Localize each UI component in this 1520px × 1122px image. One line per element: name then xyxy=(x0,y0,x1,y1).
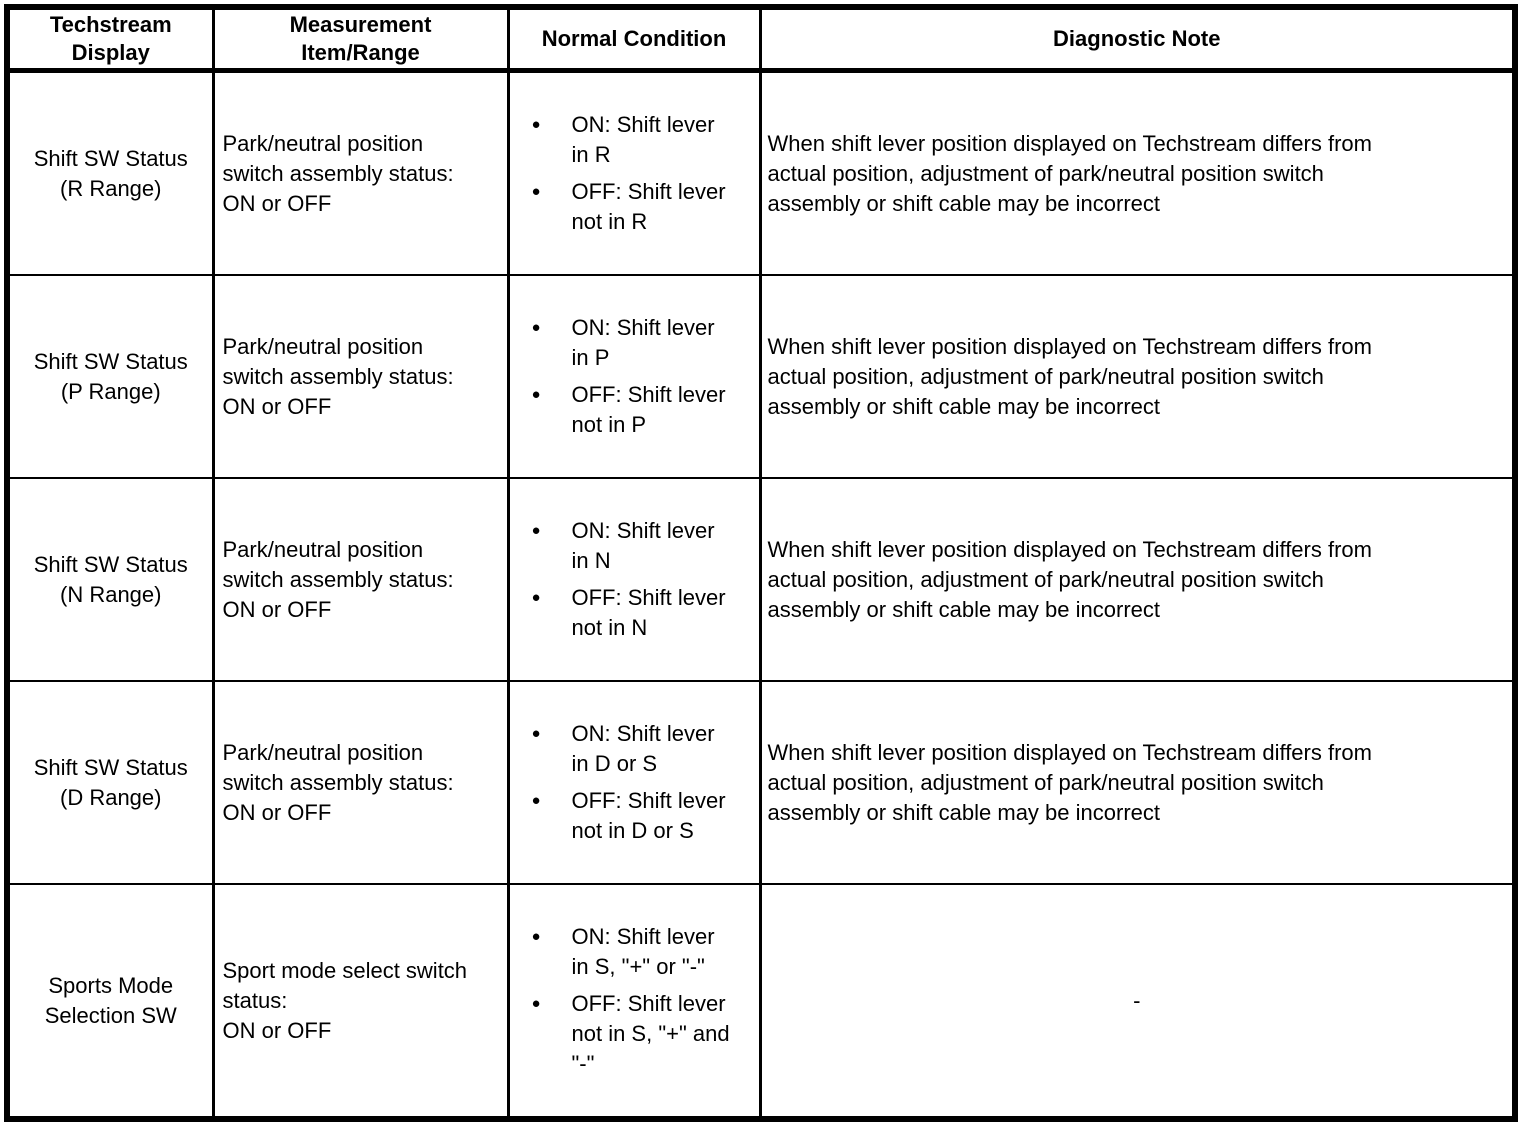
condition-text: OFF: Shift lever not in P xyxy=(571,382,726,437)
condition-item: ● OFF: Shift lever not in R xyxy=(532,177,757,237)
condition-text: OFF: Shift lever not in R xyxy=(571,179,726,234)
table-row: Sports Mode Selection SW Sport mode sele… xyxy=(5,883,1517,1120)
condition-text: OFF: Shift lever not in N xyxy=(571,585,726,640)
bullet-icon: ● xyxy=(531,792,541,809)
condition-item: ● OFF: Shift lever not in P xyxy=(532,380,757,440)
table-row: Shift SW Status (P Range) Park/neutral p… xyxy=(5,274,1517,479)
diagnostic-note-cell: When shift lever position displayed on T… xyxy=(758,477,1517,682)
techstream-display-cell: Shift SW Status (N Range) xyxy=(5,477,215,682)
condition-text: OFF: Shift lever not in S, "+" and "-" xyxy=(571,991,730,1076)
normal-condition-cell: ● ON: Shift lever in R ● OFF: Shift lever n… xyxy=(506,69,762,276)
condition-item: ● ON: Shift lever in D or S xyxy=(532,719,757,779)
bullet-icon: ● xyxy=(531,319,541,336)
condition-text: ON: Shift lever in P xyxy=(571,315,715,370)
techstream-display-cell: Shift SW Status (R Range) xyxy=(5,69,215,276)
diagnostic-note-cell: When shift lever position displayed on T… xyxy=(758,274,1517,479)
techstream-display-cell: Shift SW Status (D Range) xyxy=(5,680,215,885)
condition-item: ● ON: Shift lever in P xyxy=(532,313,757,373)
table-header-row: Techstream Display Measurement Item/Rang… xyxy=(5,6,1517,73)
table-row: Shift SW Status (R Range) Park/neutral p… xyxy=(5,69,1517,276)
bullet-icon: ● xyxy=(531,522,541,539)
condition-text: ON: Shift lever in R xyxy=(571,112,715,167)
bullet-icon: ● xyxy=(531,995,541,1012)
condition-list: ● ON: Shift lever in P ● OFF: Shift lever n… xyxy=(511,313,757,440)
table-body: Shift SW Status (R Range) Park/neutral p… xyxy=(5,69,1517,1120)
column-header-normal-condition: Normal Condition xyxy=(506,6,762,73)
normal-condition-cell: ● ON: Shift lever in P ● OFF: Shift lever n… xyxy=(506,274,762,479)
table-row: Shift SW Status (D Range) Park/neutral p… xyxy=(5,680,1517,885)
measurement-item-cell: Park/neutral position switch assembly st… xyxy=(211,680,510,885)
condition-item: ● OFF: Shift lever not in D or S xyxy=(532,786,757,846)
condition-item: ● OFF: Shift lever not in N xyxy=(532,583,757,643)
techstream-display-cell: Shift SW Status (P Range) xyxy=(5,274,215,479)
normal-condition-cell: ● ON: Shift lever in S, "+" or "-" ● OFF: S… xyxy=(506,883,762,1120)
normal-condition-cell: ● ON: Shift lever in D or S ● OFF: Shift le… xyxy=(506,680,762,885)
table-row: Shift SW Status (N Range) Park/neutral p… xyxy=(5,477,1517,682)
measurement-item-cell: Park/neutral position switch assembly st… xyxy=(211,274,510,479)
condition-list: ● ON: Shift lever in S, "+" or "-" ● OFF: S… xyxy=(511,922,757,1079)
diagnostic-note-cell: When shift lever position displayed on T… xyxy=(758,69,1517,276)
bullet-icon: ● xyxy=(531,725,541,742)
condition-list: ● ON: Shift lever in N ● OFF: Shift lever n… xyxy=(511,516,757,643)
diagnostic-note-cell: When shift lever position displayed on T… xyxy=(758,680,1517,885)
bullet-icon: ● xyxy=(531,116,541,133)
bullet-icon: ● xyxy=(531,928,541,945)
condition-text: OFF: Shift lever not in D or S xyxy=(571,788,726,843)
normal-condition-cell: ● ON: Shift lever in N ● OFF: Shift lever n… xyxy=(506,477,762,682)
condition-list: ● ON: Shift lever in D or S ● OFF: Shift le… xyxy=(511,719,757,846)
column-header-techstream-display: Techstream Display xyxy=(5,6,215,73)
condition-item: ● ON: Shift lever in S, "+" or "-" xyxy=(532,922,757,982)
measurement-item-cell: Sport mode select switch status: ON or O… xyxy=(211,883,510,1120)
condition-text: ON: Shift lever in N xyxy=(571,518,715,573)
bullet-icon: ● xyxy=(531,386,541,403)
bullet-icon: ● xyxy=(531,183,541,200)
column-header-diagnostic-note: Diagnostic Note xyxy=(758,6,1517,73)
condition-item: ● ON: Shift lever in R xyxy=(532,110,757,170)
bullet-icon: ● xyxy=(531,589,541,606)
measurement-item-cell: Park/neutral position switch assembly st… xyxy=(211,69,510,276)
diagnostic-reference-table: Techstream Display Measurement Item/Rang… xyxy=(4,4,1518,1122)
diagnostic-note-cell: - xyxy=(758,883,1517,1120)
condition-list: ● ON: Shift lever in R ● OFF: Shift lever n… xyxy=(511,110,757,237)
condition-text: ON: Shift lever in D or S xyxy=(571,721,715,776)
column-header-measurement-item-range: Measurement Item/Range xyxy=(211,6,510,73)
condition-item: ● OFF: Shift lever not in S, "+" and "-" xyxy=(532,989,757,1079)
condition-text: ON: Shift lever in S, "+" or "-" xyxy=(571,924,715,979)
techstream-display-cell: Sports Mode Selection SW xyxy=(5,883,215,1120)
measurement-item-cell: Park/neutral position switch assembly st… xyxy=(211,477,510,682)
condition-item: ● ON: Shift lever in N xyxy=(532,516,757,576)
